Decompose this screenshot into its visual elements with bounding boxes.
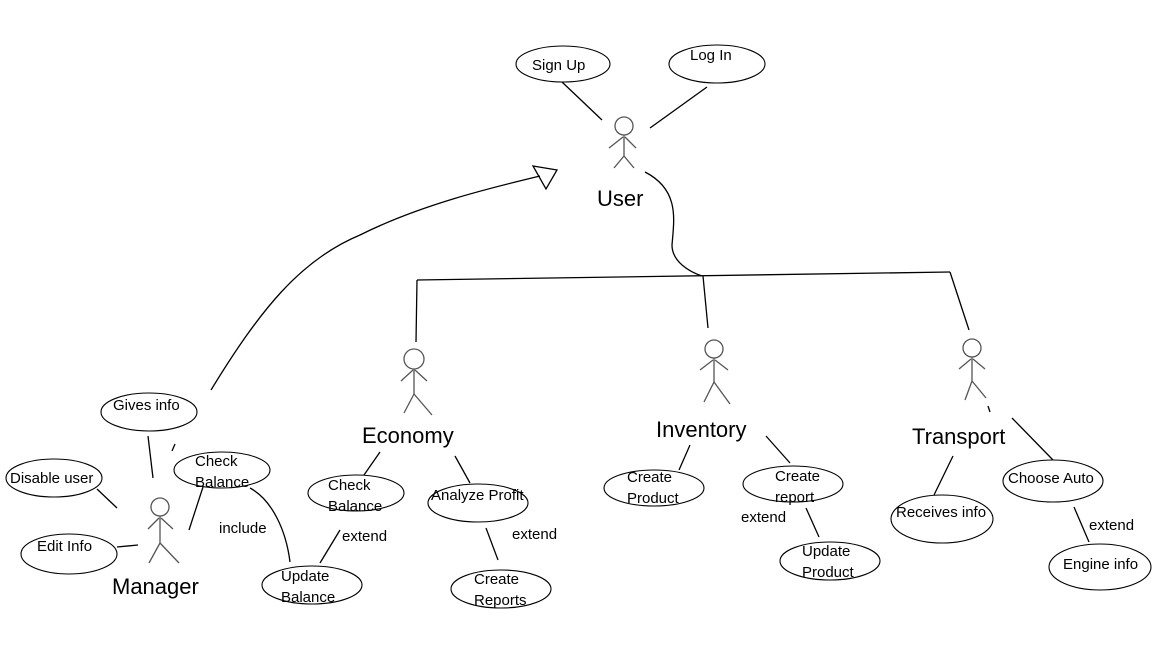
choose-auto-text: Choose Auto: [1008, 470, 1094, 487]
engine-info-text: Engine info: [1063, 556, 1138, 573]
tick-mark-2: [987, 405, 991, 413]
use-case-gives-info: Gives info: [100, 392, 198, 432]
analyze-profit-text: Analyze Profit: [431, 487, 524, 504]
engine-info-extend-line: [1073, 506, 1090, 543]
economy-check-balance-line1: Check: [328, 477, 371, 494]
transport-actor-label: Transport: [912, 424, 1005, 449]
use-case-sign-up: Sign Up: [515, 45, 611, 83]
manager-check-balance-line1: Check: [195, 453, 238, 470]
edit-manager-line: [116, 544, 139, 548]
user-hierarchy-line: [644, 171, 703, 277]
manager-generalization-line: [210, 175, 541, 391]
inventory-createproduct-line: [678, 444, 691, 471]
givesinfo-manager-line: [147, 435, 154, 479]
use-case-economy-check-balance: Check Balance: [307, 474, 405, 515]
use-case-receives-info: Receives info: [890, 494, 994, 544]
signup-user-line: [561, 81, 603, 121]
economy-analyze-line: [454, 455, 471, 484]
create-report-line1: Create: [775, 468, 820, 485]
generalization-arrowhead: [531, 165, 559, 191]
extend-label-economy: extend: [342, 528, 387, 545]
transport-chooseauto-line: [1011, 417, 1054, 461]
disable-manager-line: [96, 488, 118, 509]
use-case-create-reports: Create Reports: [450, 569, 552, 609]
use-case-log-in: Log In: [668, 44, 766, 84]
inventory-actor-label: Inventory: [656, 417, 747, 442]
receives-info-text: Receives info: [896, 504, 986, 521]
create-reports-line1: Create: [474, 571, 519, 588]
inventory-branch: [702, 275, 709, 329]
checkbalance-manager-line: [188, 486, 204, 531]
use-case-create-product: Create Product: [603, 469, 705, 507]
transport-receives-line: [933, 455, 954, 496]
economy-actor-label: Economy: [362, 423, 454, 448]
update-balance-line1: Update: [281, 568, 329, 585]
user-actor-figure: [608, 116, 637, 169]
use-case-create-report: Create report: [742, 465, 844, 506]
use-case-update-product: Update Product: [779, 541, 881, 581]
manager-check-balance-line2: Balance: [195, 474, 249, 491]
manager-actor-label: Manager: [112, 574, 199, 599]
login-user-line: [649, 86, 708, 129]
sign-up-text: Sign Up: [532, 57, 585, 74]
gives-info-text: Gives info: [113, 397, 180, 414]
edit-info-text: Edit Info: [37, 538, 92, 555]
include-line: [249, 487, 291, 563]
disable-user-text: Disable user: [10, 470, 93, 487]
economy-check-balance-line2: Balance: [328, 498, 382, 515]
update-balance-line2: Balance: [281, 589, 335, 606]
manager-actor-figure: [147, 497, 180, 564]
economy-branch: [415, 279, 418, 343]
economy-actor-figure: [400, 348, 433, 416]
create-reports-extend-line: [485, 527, 499, 561]
user-actor-label: User: [597, 186, 643, 211]
use-case-update-balance: Update Balance: [261, 565, 363, 606]
inventory-actor-figure: [699, 339, 731, 405]
log-in-text: Log In: [690, 47, 732, 64]
extend-label-inventory: extend: [741, 509, 786, 526]
use-case-analyze-profit: Analyze Profit: [427, 483, 529, 523]
hierarchy-bar: [416, 271, 951, 281]
use-case-engine-info: Engine info: [1048, 543, 1152, 591]
update-product-line1: Update: [802, 543, 850, 560]
create-report-line2: report: [775, 489, 815, 506]
use-case-edit-info: Edit Info: [20, 533, 118, 575]
update-product-line2: Product: [802, 564, 855, 581]
inventory-createreport-line: [765, 435, 791, 464]
use-case-manager-check-balance: Check Balance: [173, 451, 271, 491]
tick-mark: [171, 443, 176, 452]
extend-label-reports: extend: [512, 526, 557, 543]
create-product-line2: Product: [627, 490, 680, 507]
connector-lines: [96, 81, 1090, 564]
use-case-disable-user: Disable user: [5, 458, 103, 498]
economy-check-line: [363, 451, 381, 476]
update-product-extend-line: [805, 507, 820, 538]
create-product-line1: Create: [627, 469, 672, 486]
use-case-choose-auto: Choose Auto: [1002, 459, 1104, 503]
include-label: include: [219, 520, 267, 537]
transport-branch: [949, 271, 970, 331]
extend-label-transport: extend: [1089, 517, 1134, 534]
update-balance-extend-line: [319, 529, 341, 564]
create-reports-line2: Reports: [474, 592, 527, 609]
transport-actor-figure: [958, 338, 987, 401]
